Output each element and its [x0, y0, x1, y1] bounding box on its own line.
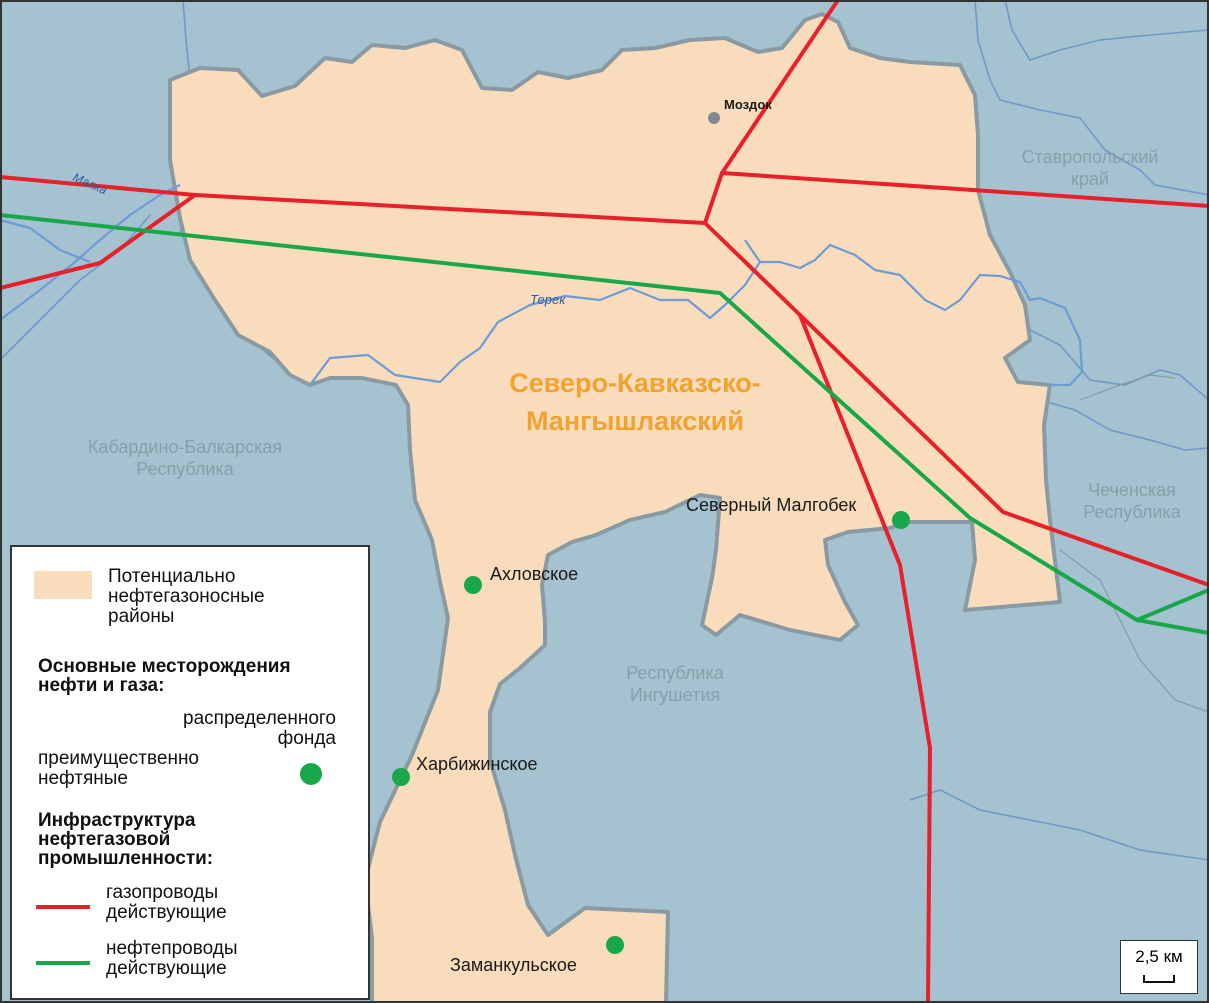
legend-territory-swatch — [34, 571, 92, 599]
river-label-terek: Терек — [530, 292, 566, 307]
legend-distributed-fund-line1: распределенного — [183, 708, 336, 729]
gas-pipeline-1 — [0, 175, 1209, 587]
legend-oil-line2: действующие — [106, 958, 227, 979]
legend-mainly-oil-line2: нефтяные — [38, 768, 128, 789]
legend-distributed-fund-line2: фонда — [277, 728, 336, 749]
river-malka-line — [0, 184, 181, 321]
legend-territory-line3: районы — [108, 606, 175, 627]
legend-territory-line2: нефтегазоносные — [108, 586, 265, 607]
boundary-kabardino-north — [182, 0, 191, 79]
boundary-stavropol — [974, 0, 1209, 196]
legend-oil-line — [36, 961, 90, 965]
legend-field-dot — [300, 763, 322, 785]
boundary-east — [1004, 0, 1209, 61]
scale-label: 2,5 км — [1135, 947, 1183, 966]
region-ingush-line2: Ингушетия — [630, 685, 720, 705]
legend-infra-title-line1: Инфраструктура — [38, 810, 196, 831]
legend-mainly-oil: преимущественно нефтяные — [38, 749, 199, 789]
gas-pipeline-4 — [720, 171, 1209, 208]
region-ingush-line1: Республика — [626, 663, 725, 683]
legend-oil-text: нефтепроводы действующие — [106, 939, 238, 979]
boundary-grey-ne — [1079, 374, 1176, 401]
legend-infra-title-line3: промышленности: — [38, 848, 214, 869]
region-stavropol-line1: Ставропольский — [1022, 147, 1159, 167]
legend-fields-title-line2: нефти и газа: — [38, 675, 165, 696]
field-label-zamankulskoe: Заманкульское — [450, 955, 577, 975]
field-marker-kharbizhinskoe — [392, 768, 410, 786]
river-terek-line — [309, 243, 1084, 387]
region-chechen-line1: Чеченская — [1088, 480, 1176, 500]
boundary-kab-2 — [0, 214, 151, 361]
legend-fields-title: Основные месторождения нефти и газа: — [38, 657, 368, 695]
legend-mainly-oil-line1: преимущественно — [38, 748, 199, 769]
field-marker-akhlovskoe — [464, 576, 482, 594]
basin-label-line1: Северо-Кавказско- — [509, 368, 760, 398]
legend-gas-line — [36, 905, 90, 909]
legend-infra-title: Инфраструктура нефтегазовой промышленнос… — [38, 811, 338, 868]
legend-gas-line2: действующие — [106, 902, 227, 923]
legend-territory-text: Потенциально нефтегазоносные районы — [108, 567, 265, 627]
field-marker-north-malgobek — [892, 511, 910, 529]
basin-label-line2: Мангышлакский — [526, 406, 744, 436]
field-label-kharbizhinskoe: Харбижинское — [416, 754, 538, 774]
region-boundaries-grey — [1059, 374, 1209, 713]
river-malka-w — [0, 218, 91, 264]
field-label-akhlovskoe: Ахловское — [490, 564, 578, 584]
legend-gas-text: газопроводы действующие — [106, 883, 227, 923]
city-marker-mozdok — [708, 112, 720, 124]
map-legend: Потенциально нефтегазоносные районы Осно… — [10, 545, 370, 1000]
boundary-chechen — [1029, 329, 1209, 401]
field-label-north-malgobek: Северный Малгобек — [686, 495, 856, 515]
region-labels: Ставропольский край Кабардино-Балкарская… — [88, 147, 1182, 705]
boundary-grey-east — [1059, 549, 1209, 713]
boundary-chechen-2 — [1039, 399, 1209, 451]
oil-pipeline-1 — [0, 213, 1209, 635]
region-chechen-line2: Республика — [1083, 502, 1182, 522]
basin-label: Северо-Кавказско- Мангышлакский — [509, 368, 760, 436]
oil-pipeline-2 — [1135, 588, 1209, 622]
legend-distributed-fund: распределенного фонда — [183, 709, 336, 749]
territory-polygon — [168, 12, 1062, 1003]
region-stavropol-line2: край — [1071, 169, 1109, 189]
field-marker-zamankulskoe — [606, 936, 624, 954]
region-kabardino-line2: Республика — [136, 459, 235, 479]
gas-pipeline-2 — [0, 193, 197, 290]
legend-infra-title-line2: нефтегазовой — [38, 829, 171, 850]
rivers — [0, 184, 1084, 387]
region-kabardino-line1: Кабардино-Балкарская — [88, 437, 282, 457]
scale-bar-ruler — [1143, 975, 1175, 983]
scale-bar: 2,5 км — [1120, 940, 1198, 994]
legend-territory-line1: Потенциально — [108, 566, 236, 587]
boundary-south-east — [909, 789, 1209, 861]
legend-fields-title-line1: Основные месторождения — [38, 656, 291, 677]
legend-gas-line1: газопроводы — [106, 882, 219, 903]
river-terek-north — [744, 239, 761, 263]
legend-oil-line1: нефтепроводы — [106, 938, 238, 959]
city-label-mozdok: Моздок — [724, 97, 772, 112]
gas-pipeline-5 — [798, 313, 932, 1003]
